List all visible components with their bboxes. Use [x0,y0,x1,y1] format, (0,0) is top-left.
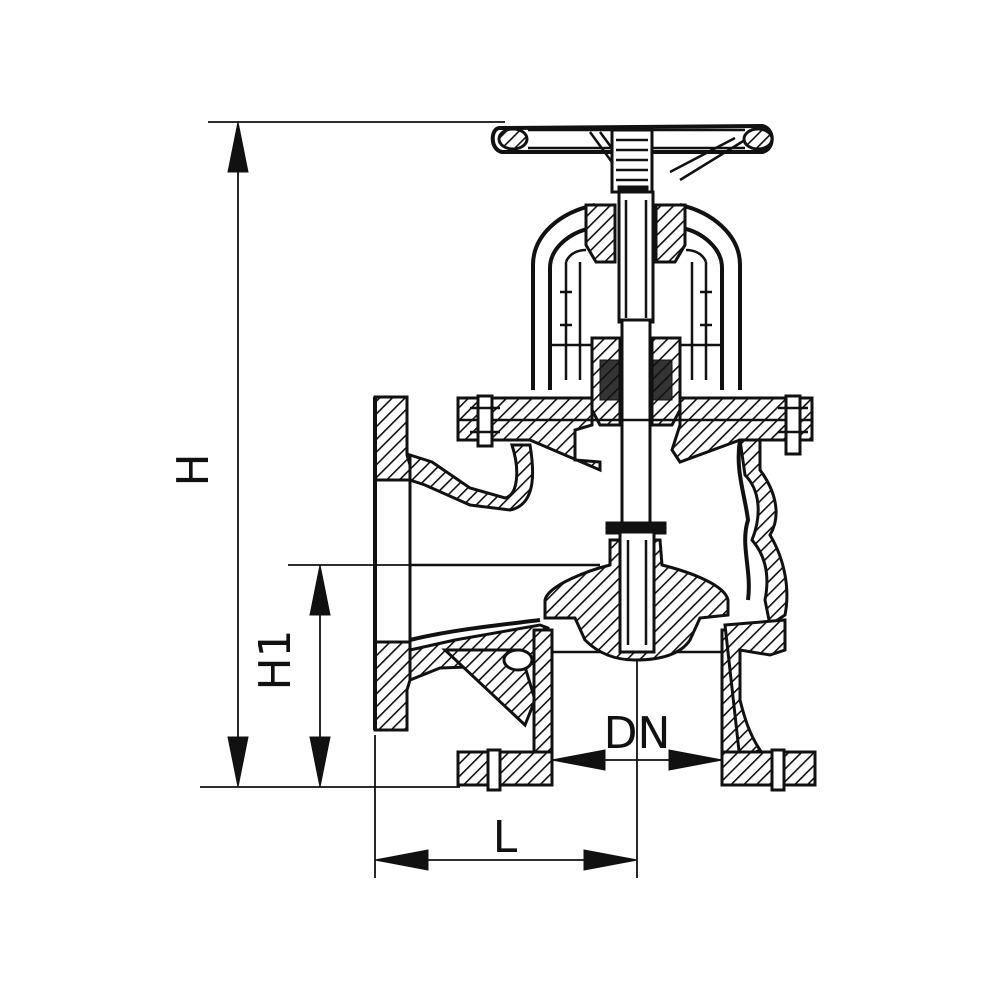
valve-body [408,438,789,763]
nominal-diameter-label: DN [604,708,671,759]
dimension-lines [200,121,723,878]
inlet-height-label: H1 [250,629,301,690]
disc [543,521,730,662]
inlet-flange [373,395,412,732]
bonnet-yoke [531,203,742,390]
handwheel [490,123,774,197]
bonnet-flange [456,394,814,473]
length-label: L [493,812,518,863]
outlet-flange [456,748,817,792]
overall-height-label: H [168,453,219,486]
